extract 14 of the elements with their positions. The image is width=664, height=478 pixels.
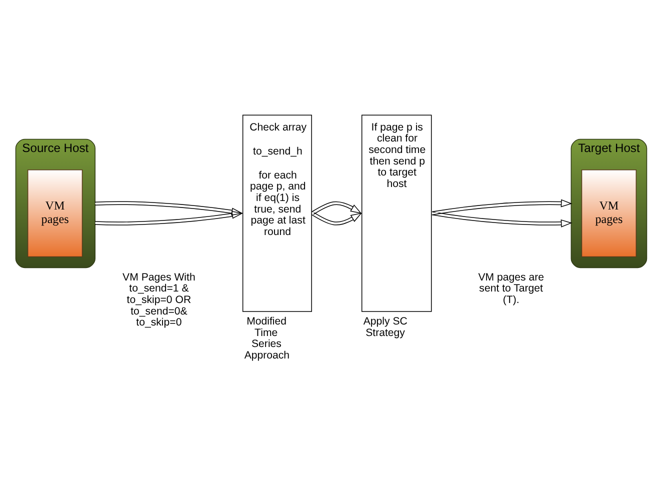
arrow (432, 211, 572, 228)
label: VM pages are sent to Target (T). (478, 271, 544, 306)
node-box: VM pages (581, 169, 637, 258)
arrow (94, 210, 244, 226)
node-box: If page p is clean for second time then send p to target host (361, 114, 432, 312)
arrow (94, 201, 243, 216)
label: VM Pages With to_send=1 & to_skip=0 OR to_send=0& to_skip=0 (122, 271, 196, 329)
node-label: Apply SC Strategy (363, 316, 408, 339)
arrow (432, 199, 572, 216)
node-box: VM pages (27, 169, 83, 258)
node-box: Check array to_send_h for each page p, and if eq(1) is true, send page at last round (242, 114, 312, 312)
arrow (311, 212, 362, 226)
node-label: Modified Time Series Approach (244, 316, 290, 362)
arrow (311, 201, 362, 215)
